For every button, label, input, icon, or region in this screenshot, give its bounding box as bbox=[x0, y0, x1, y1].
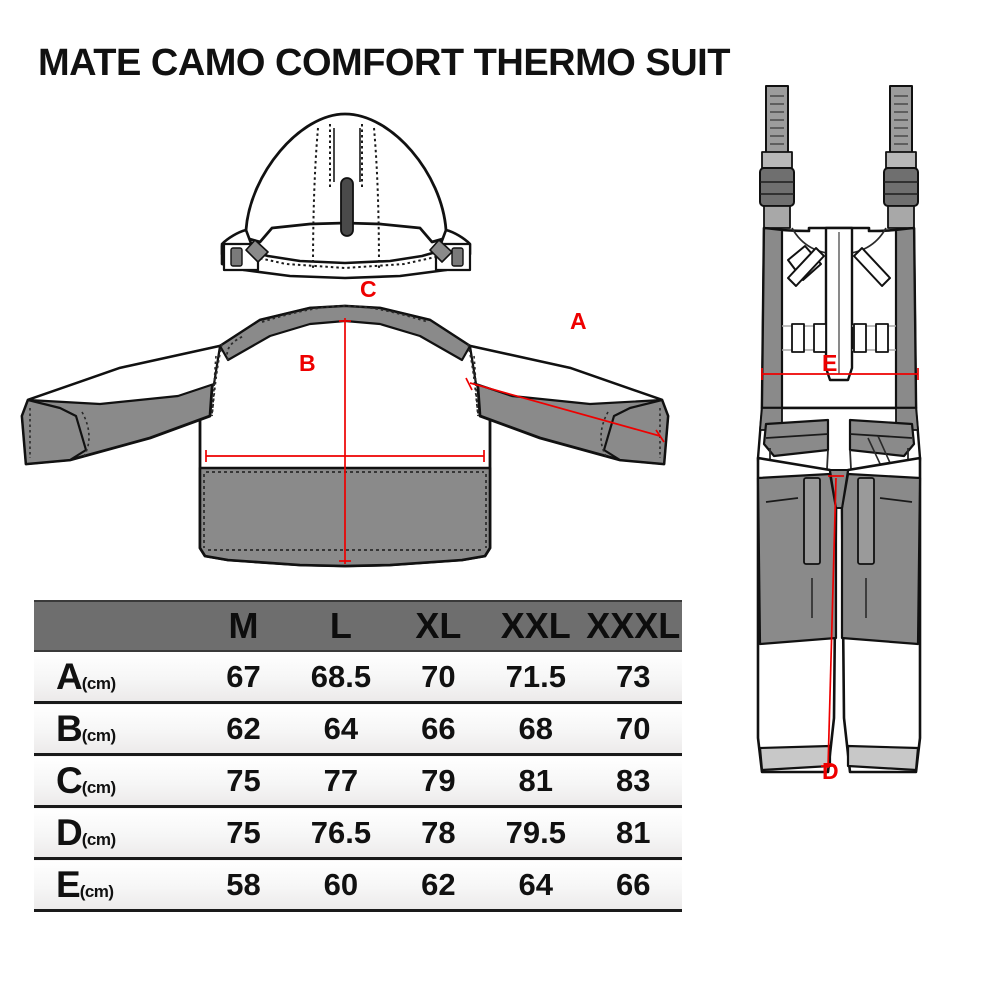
table-header-row: M L XL XXL XXXL bbox=[34, 600, 682, 652]
jacket-illustration bbox=[0, 78, 1000, 598]
cell-b-xl: 66 bbox=[389, 702, 488, 756]
table-row: E(cm) 58 60 62 64 66 bbox=[34, 858, 682, 912]
row-label-b: B(cm) bbox=[34, 702, 195, 756]
measure-label-b: B bbox=[299, 350, 316, 376]
cell-a-xl: 70 bbox=[389, 651, 488, 704]
right-sleeve-shape bbox=[468, 344, 670, 466]
header-cell-xxl: XXL bbox=[487, 600, 585, 652]
cell-b-l: 64 bbox=[292, 702, 390, 756]
measure-label-d: D bbox=[822, 758, 839, 784]
cell-d-xl: 78 bbox=[389, 806, 488, 860]
cell-a-l: 68.5 bbox=[292, 651, 390, 704]
table-row: D(cm) 75 76.5 78 79.5 81 bbox=[34, 806, 682, 860]
cell-b-xxl: 68 bbox=[487, 702, 585, 756]
cell-c-l: 77 bbox=[292, 754, 390, 808]
header-cell-m: M bbox=[194, 600, 293, 652]
header-cell-l: L bbox=[292, 600, 390, 652]
row-unit: (cm) bbox=[81, 725, 116, 745]
cell-c-xxxl: 83 bbox=[584, 754, 682, 808]
cell-c-m: 75 bbox=[194, 754, 293, 808]
cell-b-m: 62 bbox=[194, 702, 293, 756]
cell-e-l: 60 bbox=[292, 858, 390, 912]
suspender-straps bbox=[759, 85, 919, 229]
header-cell-label bbox=[34, 600, 195, 652]
left-sleeve-shape bbox=[20, 344, 222, 466]
row-label-e: E(cm) bbox=[34, 858, 195, 912]
row-unit: (cm) bbox=[81, 829, 116, 849]
cell-c-xxl: 81 bbox=[487, 754, 585, 808]
cell-e-m: 58 bbox=[194, 858, 293, 912]
row-label-c: C(cm) bbox=[34, 754, 195, 808]
header-cell-xl: XL bbox=[389, 600, 488, 652]
cell-a-xxxl: 73 bbox=[584, 651, 682, 704]
bib-pants-illustration bbox=[678, 78, 1000, 818]
cell-e-xl: 62 bbox=[389, 858, 488, 912]
cell-c-xl: 79 bbox=[389, 754, 488, 808]
row-label-d: D(cm) bbox=[34, 806, 195, 860]
measure-lines-bib bbox=[761, 368, 919, 769]
size-chart-table: M L XL XXL XXXL A(cm) 67 68.5 70 71.5 73… bbox=[34, 600, 682, 912]
chest-pockets bbox=[787, 245, 891, 287]
row-unit: (cm) bbox=[79, 881, 114, 901]
cell-a-xxl: 71.5 bbox=[487, 651, 585, 704]
legs-panel bbox=[756, 456, 922, 774]
header-cell-xxxl: XXXL bbox=[584, 600, 682, 652]
cell-e-xxl: 64 bbox=[487, 858, 585, 912]
row-unit: (cm) bbox=[81, 673, 116, 693]
page-title: MATE CAMO COMFORT THERMO SUIT bbox=[38, 42, 730, 84]
row-letter: C bbox=[56, 759, 83, 801]
cell-e-xxxl: 66 bbox=[584, 858, 682, 912]
table-row: B(cm) 62 64 66 68 70 bbox=[34, 702, 682, 756]
cell-d-l: 76.5 bbox=[292, 806, 390, 860]
table-row: A(cm) 67 68.5 70 71.5 73 bbox=[34, 651, 682, 704]
cell-b-xxxl: 70 bbox=[584, 702, 682, 756]
cell-a-m: 67 bbox=[194, 651, 293, 704]
belt-loops bbox=[782, 323, 896, 353]
row-letter: D bbox=[56, 811, 83, 853]
row-letter: E bbox=[56, 863, 81, 905]
row-label-a: A(cm) bbox=[34, 651, 195, 704]
measure-label-e: E bbox=[822, 350, 838, 376]
cell-d-xxxl: 81 bbox=[584, 806, 682, 860]
cell-d-xxl: 79.5 bbox=[487, 806, 585, 860]
measure-label-a: A bbox=[570, 308, 587, 334]
measure-lines-jacket bbox=[205, 318, 665, 564]
bib-chest-panel bbox=[760, 226, 918, 410]
row-unit: (cm) bbox=[81, 777, 116, 797]
measure-label-c: C bbox=[360, 276, 377, 302]
row-letter: B bbox=[56, 707, 83, 749]
row-letter: A bbox=[56, 655, 83, 697]
cell-d-m: 75 bbox=[194, 806, 293, 860]
table-row: C(cm) 75 77 79 81 83 bbox=[34, 754, 682, 808]
